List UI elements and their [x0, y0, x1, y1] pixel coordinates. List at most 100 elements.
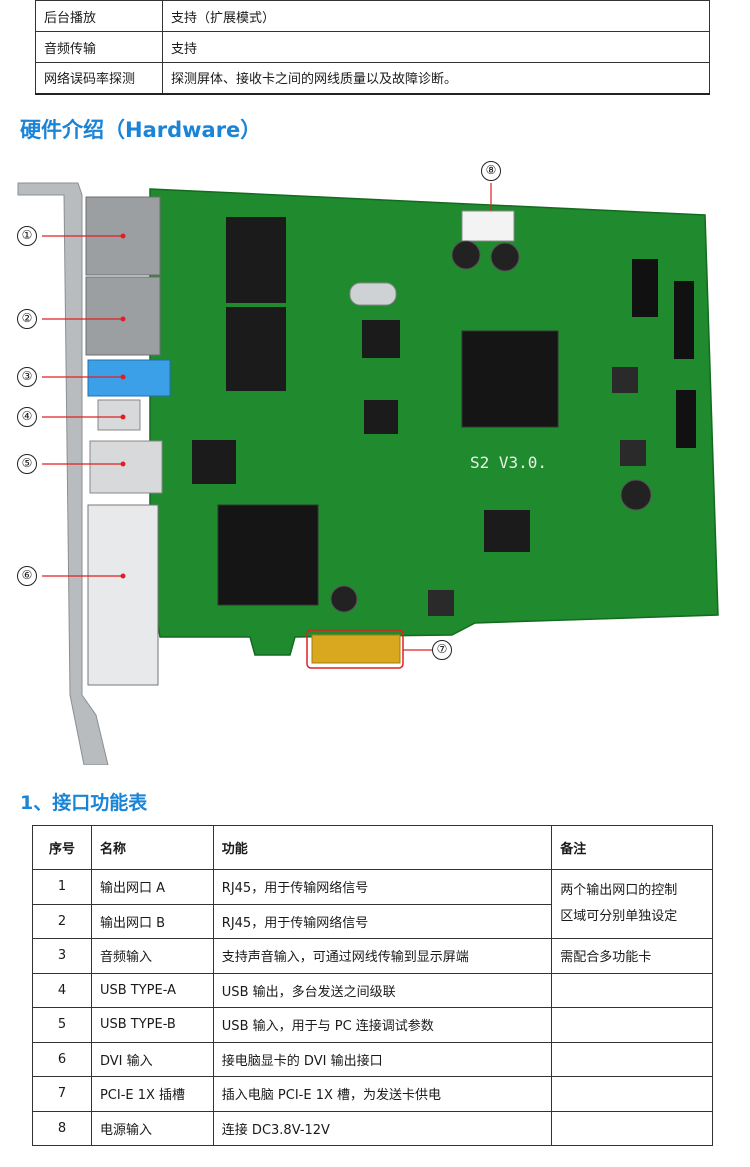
cell-function: 接电脑显卡的 DVI 输出接口: [212, 1041, 553, 1077]
board-svg: S2 V3.0.: [17, 182, 719, 766]
inductor: [612, 367, 638, 393]
pin-header: [632, 259, 658, 317]
spec-table: 后台播放 支持（扩展模式） 音频传输 支持 网络误码率探测 探测屏体、接收卡之间…: [35, 0, 710, 95]
interface-title: 1、接口功能表: [20, 792, 148, 814]
cell-no: 6: [32, 1041, 92, 1077]
interface-table: 序号 名称 功能 备注 1 输出网口 A RJ45，用于传输网络信号 两个输出网…: [32, 825, 713, 1146]
cell-no: 4: [32, 972, 92, 1008]
cell-name: 输出网口 B: [90, 903, 214, 939]
pin-header: [674, 281, 694, 359]
callout-2: ②: [17, 309, 37, 329]
spec-key: 音频传输: [35, 31, 163, 63]
audio-jack: [87, 359, 171, 397]
cell-function: USB 输入，用于与 PC 连接调试参数: [212, 1007, 553, 1043]
remark-line: 区域可分别单独设定: [560, 909, 678, 924]
remark-line: 两个输出网口的控制: [560, 883, 678, 898]
rj45-port-b: [85, 276, 161, 356]
crystal-oscillator: [349, 282, 397, 306]
callout-dot: [120, 233, 126, 239]
cell-name: 输出网口 A: [90, 869, 214, 905]
cell-function: RJ45，用于传输网络信号: [212, 869, 553, 905]
cell-remark: [551, 972, 713, 1008]
callout-7: ⑦: [432, 640, 452, 660]
chip: [484, 510, 530, 552]
callout-dot: [120, 374, 126, 380]
cell-name: 音频输入: [90, 938, 214, 974]
main-chip: [461, 330, 559, 428]
callout-dot: [120, 573, 126, 579]
cell-remark: [551, 1041, 713, 1077]
cell-remark: [551, 1007, 713, 1043]
board-illustration: S2 V3.0. ① ② ③ ④ ⑤ ⑥ ⑦ ⑧: [0, 155, 750, 766]
cell-name: DVI 输入: [90, 1041, 214, 1077]
cell-no: 2: [32, 903, 92, 939]
chip: [364, 400, 398, 434]
inductor: [428, 590, 454, 616]
spec-key: 后台播放: [35, 0, 163, 32]
callout-dot: [120, 461, 126, 467]
callout-5: ⑤: [17, 454, 37, 474]
cell-function: RJ45，用于传输网络信号: [212, 903, 553, 939]
callout-3: ③: [17, 367, 37, 387]
cell-remark: 需配合多功能卡: [551, 938, 713, 974]
chip: [226, 307, 286, 391]
usb-b-port: [97, 399, 141, 431]
dvi-port: [87, 504, 159, 686]
spec-value: 支持（扩展模式）: [162, 0, 710, 32]
spec-row: 音频传输 支持: [35, 31, 710, 63]
spec-value: 探测屏体、接收卡之间的网线质量以及故障诊断。: [162, 62, 710, 94]
header-no: 序号: [32, 825, 92, 870]
spec-value: 支持: [162, 31, 710, 63]
usb-a-port: [89, 440, 163, 494]
cell-remark: [551, 1076, 713, 1112]
cell-no: 5: [32, 1007, 92, 1043]
capacitor: [451, 240, 481, 270]
capacitor: [490, 242, 520, 272]
spec-key: 网络误码率探测: [35, 62, 163, 94]
chip: [192, 440, 236, 484]
table-row: 8 电源输入 连接 DC3.8V-12V: [32, 1110, 713, 1146]
table-row: 1 输出网口 A RJ45，用于传输网络信号 两个输出网口的控制 区域可分别单独…: [32, 869, 713, 939]
gold-finger: [311, 634, 401, 664]
callout-8: ⑧: [481, 161, 501, 181]
cell-function: 支持声音输入，可通过网线传输到显示屏端: [212, 938, 553, 974]
callout-6: ⑥: [17, 566, 37, 586]
cell-function: USB 输出，多台发送之间级联: [212, 972, 553, 1008]
cell-function: 连接 DC3.8V-12V: [212, 1110, 553, 1146]
table-row: 7 PCI-E 1X 插槽 插入电脑 PCI-E 1X 槽，为发送卡供电: [32, 1076, 713, 1112]
cell-name: USB TYPE-B: [90, 1007, 214, 1043]
table-header-row: 序号 名称 功能 备注: [32, 825, 713, 870]
board-model-text: S2 V3.0.: [470, 453, 547, 472]
callout-dot: [120, 316, 126, 322]
header-name: 名称: [90, 825, 214, 870]
cell-remark: [551, 1110, 713, 1146]
chip: [226, 217, 286, 303]
table-row: 5 USB TYPE-B USB 输入，用于与 PC 连接调试参数: [32, 1007, 713, 1043]
spec-row: 后台播放 支持（扩展模式）: [35, 0, 710, 32]
pin-header: [676, 390, 696, 448]
inductor: [620, 440, 646, 466]
spec-row: 网络误码率探测 探测屏体、接收卡之间的网线质量以及故障诊断。: [35, 62, 710, 94]
capacitor: [620, 479, 652, 511]
cell-no: 8: [32, 1110, 92, 1146]
cell-function: 插入电脑 PCI-E 1X 槽，为发送卡供电: [212, 1076, 553, 1112]
capacitor: [330, 585, 358, 613]
cell-no: 1: [32, 869, 92, 905]
cell-name: USB TYPE-A: [90, 972, 214, 1008]
hardware-title: 硬件介绍（Hardware）: [20, 118, 262, 142]
cell-name: PCI-E 1X 插槽: [90, 1076, 214, 1112]
cell-name: 电源输入: [90, 1110, 214, 1146]
table-row: 4 USB TYPE-A USB 输出，多台发送之间级联: [32, 972, 713, 1008]
power-connector: [461, 210, 515, 242]
table-row: 3 音频输入 支持声音输入，可通过网线传输到显示屏端 需配合多功能卡: [32, 938, 713, 974]
callout-1: ①: [17, 226, 37, 246]
cell-remark-merged: 两个输出网口的控制 区域可分别单独设定: [551, 869, 713, 939]
header-function: 功能: [212, 825, 553, 870]
cell-no: 7: [32, 1076, 92, 1112]
gold-finger-highlight: [306, 629, 404, 669]
table-row: 6 DVI 输入 接电脑显卡的 DVI 输出接口: [32, 1041, 713, 1077]
callout-4: ④: [17, 407, 37, 427]
cell-no: 3: [32, 938, 92, 974]
large-chip: [217, 504, 319, 606]
header-remark: 备注: [551, 825, 713, 870]
